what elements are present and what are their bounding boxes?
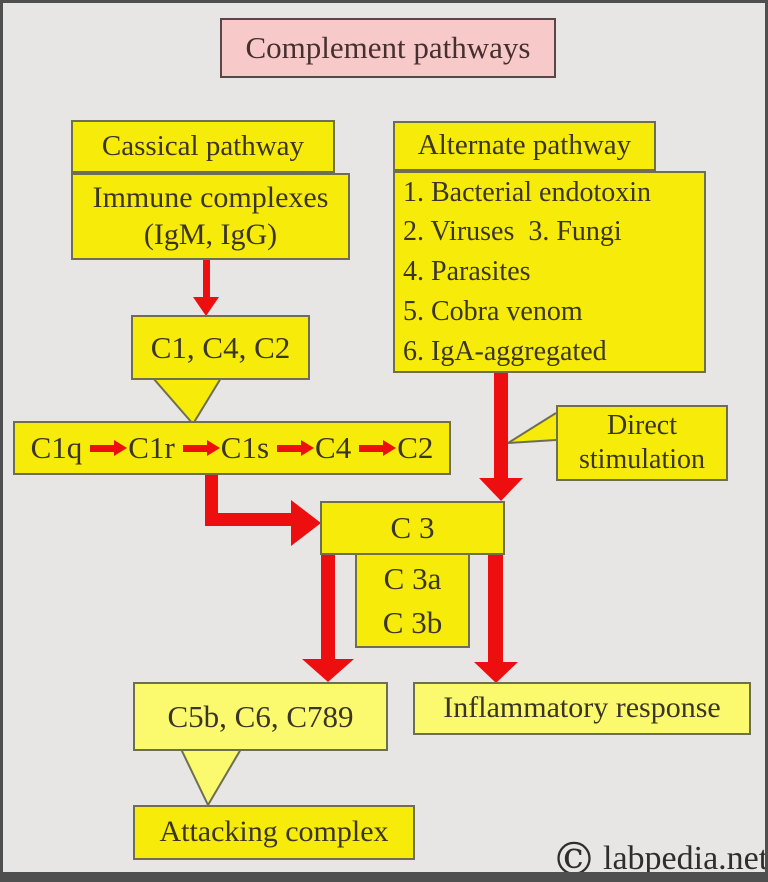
alternate-trigger-4: 4. Parasites	[403, 256, 531, 288]
chain-arrow-icon	[90, 439, 128, 456]
c3a-label: C 3a	[383, 561, 442, 597]
arrow-c3-to-inflammatory-bar	[488, 555, 503, 662]
direct-stimulation-line1: Direct	[607, 409, 677, 441]
chain-item-c1q: C1q	[30, 430, 83, 466]
arrow-alternate-to-c3-head	[479, 478, 523, 501]
chain-arrow-icon	[359, 439, 397, 456]
alternate-triggers-box: 1. Bacterial endotoxin 2. Viruses 3. Fun…	[393, 171, 706, 373]
alternate-trigger-2-3: 2. Viruses 3. Fungi	[403, 216, 622, 248]
immune-complexes-box: Immune complexes (IgM, IgG)	[71, 173, 350, 260]
inflammatory-response-label: Inflammatory response	[443, 691, 721, 725]
c1-c4-c2-callout-box: C1, C4, C2	[131, 315, 310, 380]
immune-complexes-line2: (IgM, IgG)	[143, 217, 278, 251]
c5b-complex-box: C5b, C6, C789	[133, 682, 388, 751]
arrow-c3-to-inflammatory-head	[474, 662, 518, 683]
copyright: © labpedia.net	[551, 832, 765, 882]
alternate-pathway-header-box: Alternate pathway	[393, 121, 656, 171]
chain-arrow-icon	[277, 439, 315, 456]
copyright-icon: ©	[551, 832, 597, 882]
attacking-complex-box: Attacking complex	[133, 805, 415, 860]
c5b-complex-label: C5b, C6, C789	[167, 698, 354, 734]
chain-item-c1r: C1r	[128, 430, 175, 466]
arrow-immune-to-c1-head	[193, 297, 219, 316]
chain-item-c4: C4	[315, 430, 352, 466]
arrow-c3-to-c5b-head	[302, 659, 354, 682]
arrow-alternate-to-c3-bar	[494, 372, 508, 479]
attacking-complex-label: Attacking complex	[159, 815, 389, 849]
c3-label: C 3	[390, 510, 435, 546]
inflammatory-response-box: Inflammatory response	[413, 682, 751, 735]
alternate-pathway-label: Alternate pathway	[417, 129, 632, 162]
copyright-site: labpedia.net	[603, 840, 768, 877]
arrow-immune-to-c1-bar	[203, 260, 210, 300]
chain-item-c2: C2	[397, 430, 434, 466]
alternate-trigger-5: 5. Cobra venom	[403, 295, 583, 327]
direct-stimulation-tail	[507, 412, 557, 444]
diagram-title: Complement pathways	[245, 30, 531, 66]
c5b-callout-tail	[180, 749, 242, 806]
c1-c4-c2-label: C1, C4, C2	[150, 329, 291, 365]
arrow-chain-to-c3-vertical	[205, 473, 218, 526]
direct-stimulation-line2: stimulation	[579, 444, 705, 475]
c1-callout-tail	[152, 378, 222, 425]
c3b-label: C 3b	[382, 604, 443, 640]
chain-item-c1s: C1s	[220, 430, 270, 466]
c3a-c3b-box: C 3a C 3b	[355, 553, 470, 648]
arrow-chain-to-c3-head	[291, 500, 321, 546]
arrow-chain-to-c3-horizontal	[205, 513, 291, 526]
chain-arrow-icon	[182, 439, 220, 456]
direct-stimulation-box: Direct stimulation	[556, 405, 728, 481]
immune-complexes-line1: Immune complexes	[92, 180, 329, 214]
diagram-title-box: Complement pathways	[220, 18, 556, 78]
alternate-trigger-6: 6. IgA-aggregated	[403, 335, 607, 367]
classical-pathway-header-box: Cassical pathway	[71, 120, 335, 173]
classical-pathway-label: Cassical pathway	[101, 129, 305, 162]
alternate-trigger-1: 1. Bacterial endotoxin	[403, 176, 652, 208]
c3-box: C 3	[320, 501, 505, 555]
c1q-chain-box: C1q C1r C1s C4 C2	[13, 421, 451, 475]
arrow-c3-to-c5b-bar	[321, 555, 335, 659]
